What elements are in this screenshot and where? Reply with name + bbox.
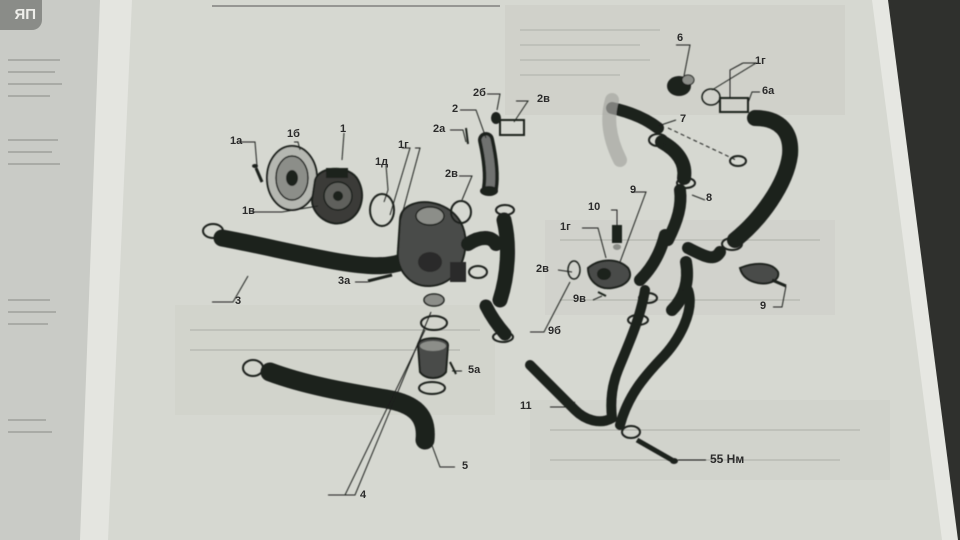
label-2v-top: 2в <box>537 93 550 105</box>
label-6: 6 <box>677 32 684 44</box>
label-1v: 1в <box>242 205 255 217</box>
hose-5 <box>260 362 435 450</box>
gasket-2v-right <box>567 260 581 280</box>
hose-short-2 <box>492 212 515 308</box>
bolt-5a <box>449 361 457 375</box>
hose-mid-right-2 <box>682 242 726 264</box>
label-11: 11 <box>520 400 532 412</box>
label-10: 10 <box>588 201 601 213</box>
pulley-1b <box>266 145 318 211</box>
center-dashline <box>667 127 737 161</box>
hose-11-upper <box>615 285 695 430</box>
clamp-b <box>468 265 488 279</box>
hose-11-clamp <box>621 425 641 439</box>
flange-6a <box>719 97 749 113</box>
clamp-h <box>729 155 747 167</box>
right-page-edge <box>872 0 958 540</box>
label-3a: 3а <box>338 275 351 287</box>
label-3: 3 <box>235 295 242 307</box>
page-edge-strip <box>80 0 135 540</box>
clamp-g <box>676 177 696 189</box>
label-1g-left: 1г <box>398 139 409 151</box>
bolt-2b <box>491 112 501 124</box>
label-1g-right: 1г <box>755 55 766 67</box>
label-2: 2 <box>452 103 459 115</box>
label-2v-mid: 2в <box>445 168 458 180</box>
diagram-ink <box>202 44 799 496</box>
bolt-3a <box>367 273 393 283</box>
label-1g-mid: 1г <box>560 221 571 233</box>
label-9v: 9в <box>573 293 586 305</box>
bolt-2a <box>465 127 469 145</box>
clamp-f <box>648 133 668 147</box>
hose-3 <box>213 229 411 275</box>
label-5: 5 <box>462 460 469 472</box>
hose-7-down <box>655 135 692 185</box>
clamp-e <box>721 237 743 251</box>
label-2b: 2б <box>473 87 486 99</box>
hose-5-clamp <box>242 359 264 377</box>
label-9-mid: 9 <box>630 184 637 196</box>
bolt-9v <box>597 291 607 297</box>
label-2a: 2а <box>433 123 446 135</box>
oring-2v <box>450 200 472 224</box>
hose-mid-right-1 <box>634 229 671 286</box>
flange-2v-top <box>499 119 525 136</box>
label-7: 7 <box>680 113 687 125</box>
torque-bolt-head <box>670 458 678 464</box>
corner-tab: ЯП <box>0 0 42 30</box>
label-4: 4 <box>360 489 367 501</box>
thermostat-4 <box>416 293 450 379</box>
label-6a: 6а <box>762 85 775 97</box>
sensor-10 <box>612 225 622 250</box>
clamp-c <box>492 331 514 343</box>
hose-short-1 <box>461 231 503 251</box>
water-pump-1 <box>310 167 363 225</box>
clamp-d <box>418 381 446 395</box>
gasket-1d <box>369 193 395 227</box>
fitting-9-right <box>738 262 787 288</box>
label-9b: 9б <box>548 325 561 337</box>
label-9-right: 9 <box>760 300 767 312</box>
leader-lines <box>212 44 787 496</box>
label-1b: 1б <box>287 128 300 140</box>
torque-bolt <box>635 437 674 463</box>
hose-3-clamp <box>202 223 224 239</box>
pipe-7-body <box>602 93 627 167</box>
label-5a: 5а <box>468 364 481 376</box>
label-2v-low: 2в <box>536 263 549 275</box>
clamp-a <box>495 204 515 216</box>
label-1d: 1д <box>375 156 389 168</box>
pipe-2 <box>478 132 499 196</box>
label-1a: 1а <box>230 135 243 147</box>
sensor-6 <box>667 74 695 96</box>
left-page-text-lines <box>8 59 62 433</box>
label-1: 1 <box>340 123 347 135</box>
thermostat-housing <box>396 201 467 288</box>
label-torque: 55 Нм <box>710 452 745 466</box>
fitting-9-left <box>586 259 631 290</box>
hose-right-top <box>727 110 799 248</box>
label-8: 8 <box>706 192 713 204</box>
faint-box-bottom <box>530 400 890 480</box>
hose-11 <box>525 285 650 427</box>
